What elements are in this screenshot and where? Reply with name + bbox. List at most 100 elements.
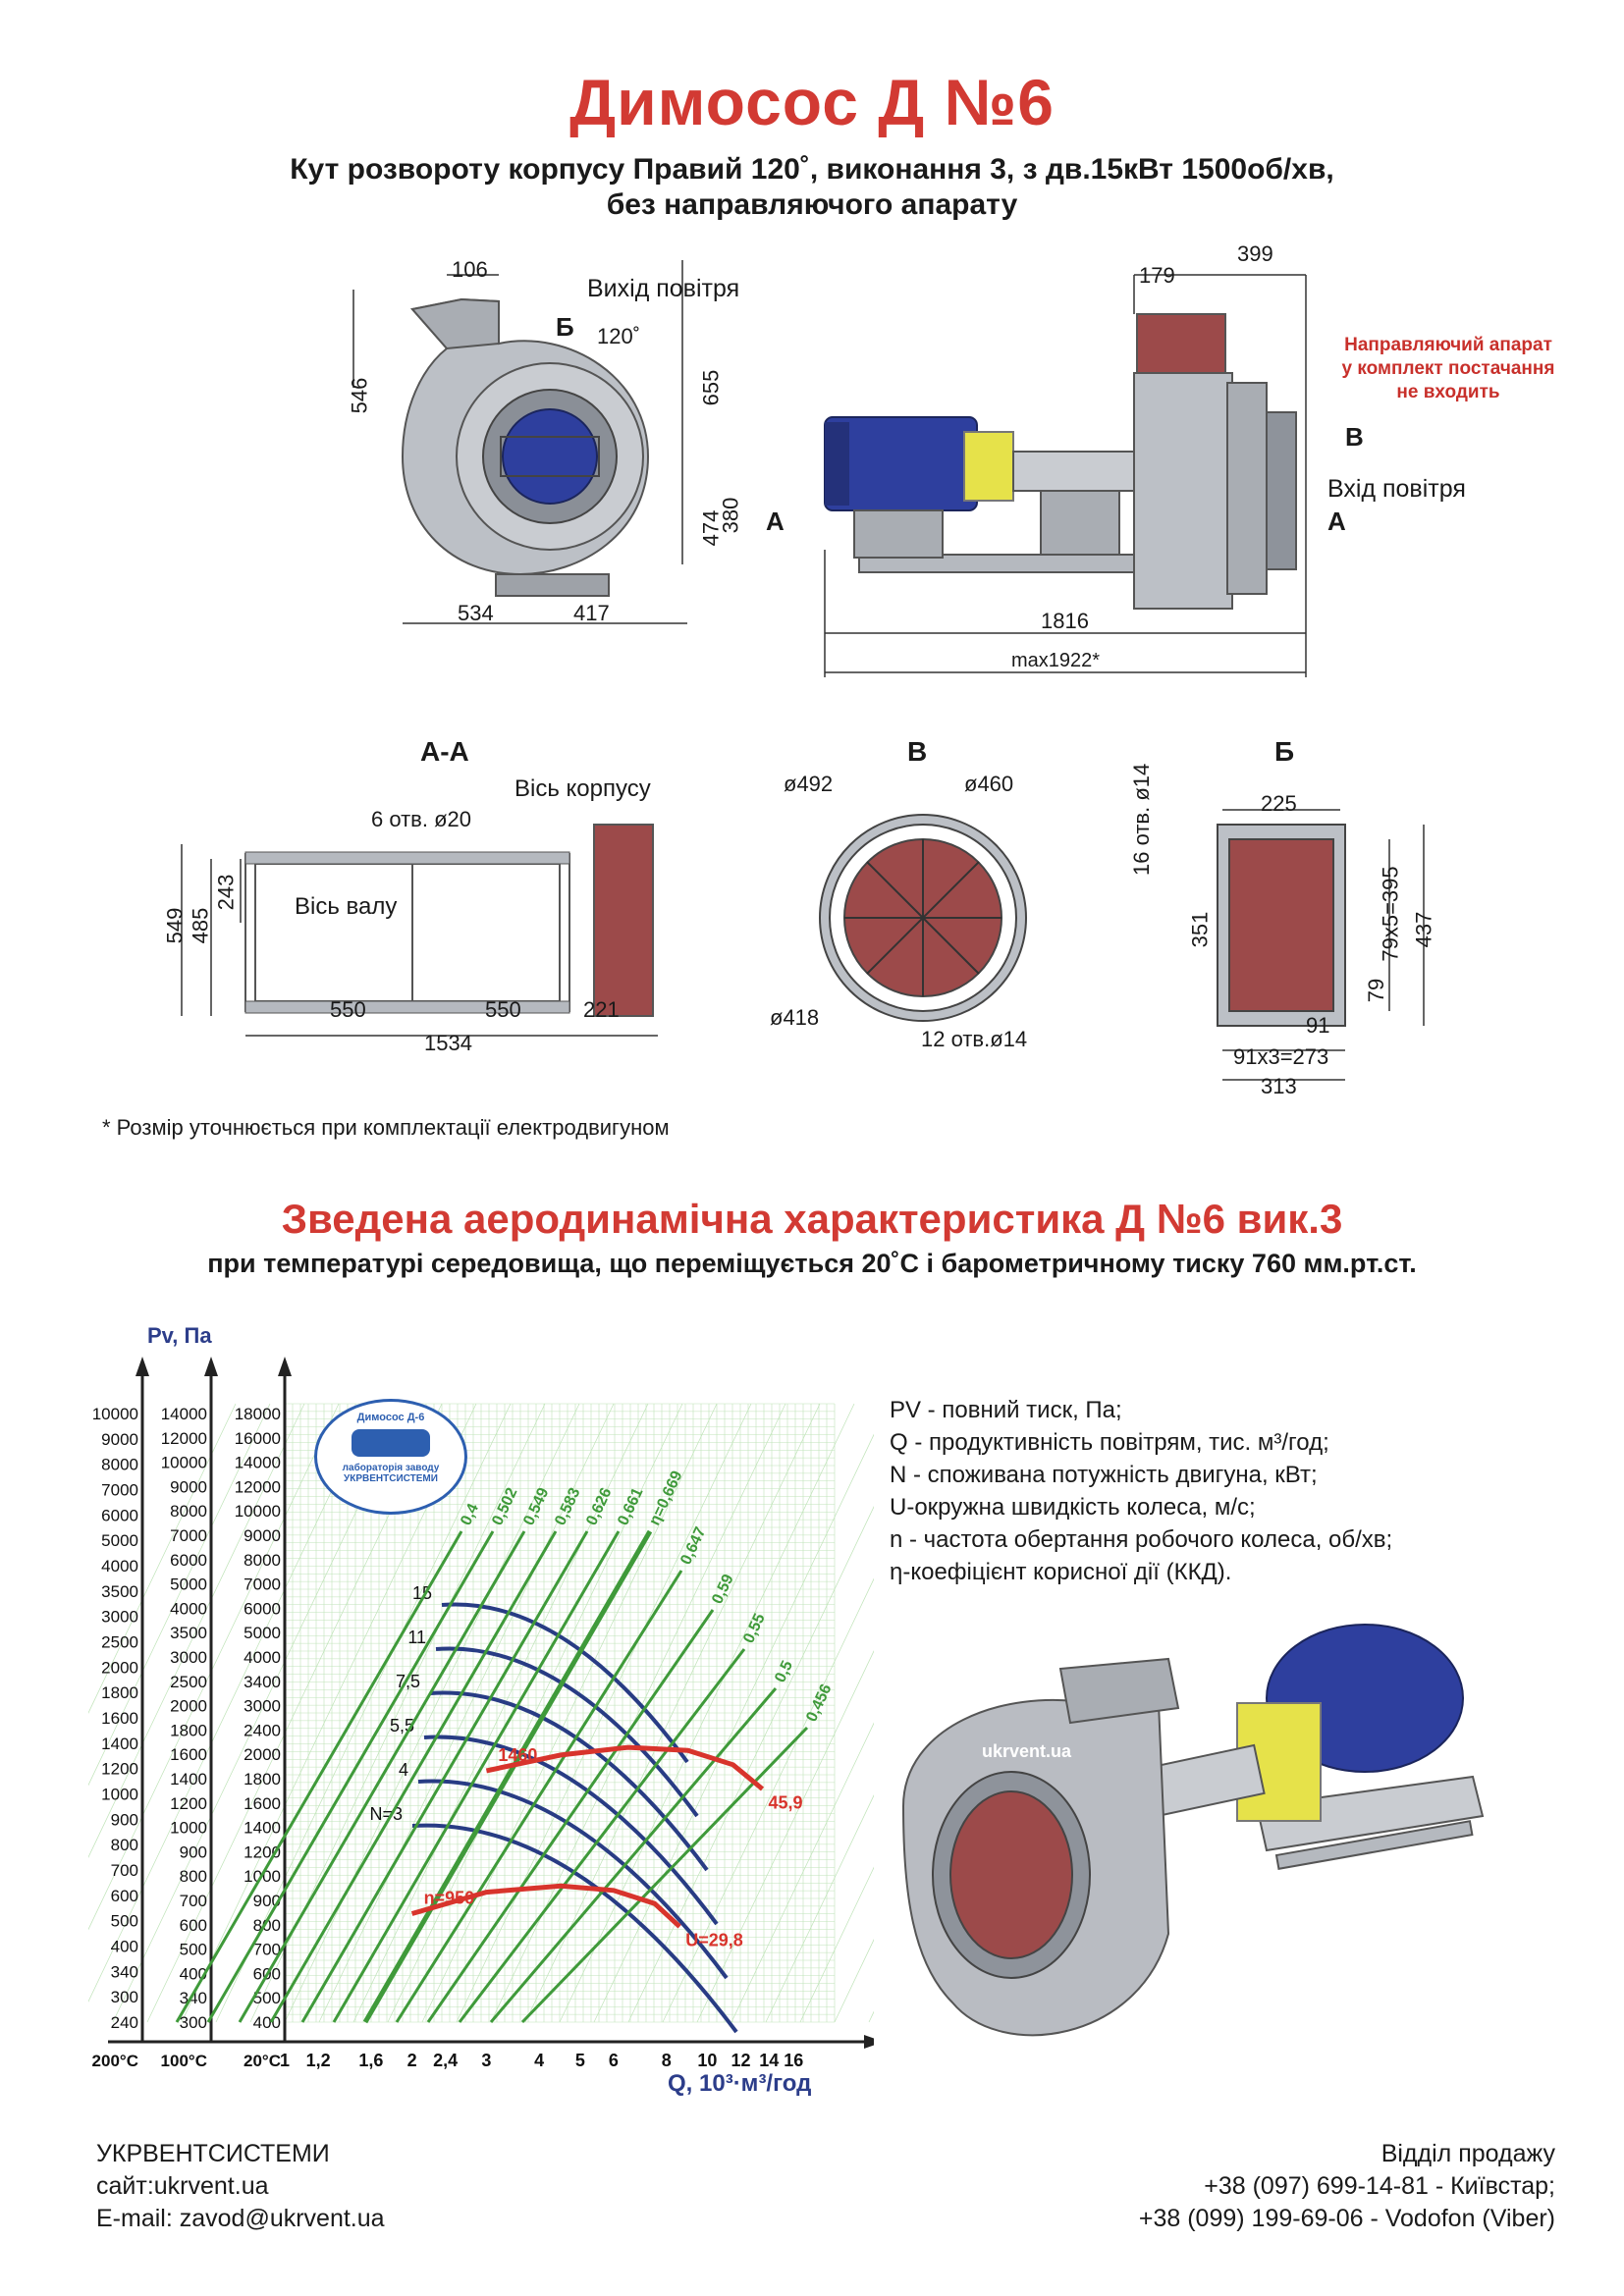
- dim-437: 437: [1411, 911, 1436, 948]
- temperature-label: 100°С: [161, 2052, 207, 2070]
- y-tick-label: 7000: [170, 1526, 207, 1545]
- dim-79: 79: [1364, 978, 1389, 1003]
- speed-curve-end-label: 45,9: [769, 1792, 803, 1812]
- footer-phone-2[interactable]: +38 (099) 199-69-06 - Vodofon (Viber): [1138, 2205, 1555, 2232]
- y-tick-label: 5000: [101, 1531, 138, 1550]
- logo-fan-icon: [352, 1429, 430, 1457]
- efficiency-label: 0,549: [520, 1485, 552, 1528]
- guide-note-line1: Направляючий апарат: [1344, 335, 1552, 355]
- section-b-drawing: [1217, 809, 1425, 1081]
- dim-313: 313: [1261, 1074, 1297, 1098]
- y-axis-arrow: [135, 1357, 149, 1376]
- side-view-drawing: [824, 274, 1307, 677]
- grid-line-diag: [215, 1403, 512, 2023]
- y-tick-label: 400: [253, 2013, 281, 2032]
- y-tick-label: 14000: [235, 1454, 281, 1472]
- grid-line-diag: [524, 1403, 821, 2023]
- speed-curve-label: n=950: [424, 1888, 475, 1907]
- grid-line-diag: [559, 1403, 855, 2023]
- x-tick-label: 1: [280, 2051, 290, 2070]
- logo-bottom-text: УКРВЕНТСИСТЕМИ: [344, 1473, 438, 1484]
- page-title: Димосос Д №6: [569, 66, 1055, 138]
- dim-549: 549: [162, 907, 188, 944]
- grid-line-diag: [731, 1722, 874, 2023]
- section-a-right: А: [1327, 507, 1346, 536]
- axis-shaft-label: Вісь валу: [295, 893, 398, 920]
- lab-logo: Димосос Д-6 лабораторія заводу УКРВЕНТСИ…: [314, 1399, 467, 1515]
- efficiency-label: 0,626: [583, 1485, 615, 1528]
- y-tick-label: 14000: [161, 1405, 207, 1423]
- front-view-drawing: [352, 260, 687, 624]
- y-tick-label: 500: [180, 1941, 207, 1959]
- y-tick-label: 9000: [170, 1477, 207, 1496]
- dim-655: 655: [698, 369, 724, 406]
- y-tick-label: 400: [111, 1938, 138, 1956]
- y-tick-label: 1600: [101, 1709, 138, 1728]
- outlet-label: Вихід повітря: [587, 275, 740, 302]
- footer-site[interactable]: сайт:ukrvent.ua: [96, 2172, 269, 2200]
- y-tick-label: 5000: [244, 1624, 281, 1642]
- y-tick-label: 8000: [170, 1502, 207, 1521]
- aero-chart: Pv, ПаQ, 10³·м³/год100009000800070006000…: [88, 1323, 874, 2097]
- power-curve-label: 11: [407, 1628, 426, 1647]
- y-tick-label: 2000: [170, 1697, 207, 1716]
- power-curve: [423, 1735, 719, 1926]
- efficiency-line: [520, 1726, 809, 2024]
- footer-sales-title: Відділ продажу: [1380, 2140, 1555, 2167]
- guide-note-line2: у комплект постачання: [1341, 358, 1555, 379]
- dim-351: 351: [1187, 911, 1213, 948]
- footer-email[interactable]: E-mail: zavod@ukrvent.ua: [96, 2205, 385, 2232]
- power-curve: [417, 1779, 729, 1980]
- dim-79x5: 79x5=395: [1378, 866, 1403, 962]
- dim-106: 106: [452, 257, 488, 282]
- efficiency-label: 0,4: [458, 1501, 482, 1527]
- y-tick-label: 5000: [170, 1575, 207, 1594]
- v-holes-label: 12 отв.ø14: [921, 1027, 1028, 1051]
- grid-line-diag: [88, 1403, 271, 1787]
- guide-apparatus-note: Направляючий апарат у комплект постачанн…: [1316, 334, 1581, 404]
- grid-line-diag: [593, 1433, 874, 2023]
- y-tick-label: 700: [111, 1861, 138, 1880]
- dim-399: 399: [1237, 241, 1273, 266]
- y-tick-label: 240: [111, 2013, 138, 2032]
- x-tick-label: 1,2: [306, 2051, 331, 2070]
- y-tick-label: 2000: [244, 1745, 281, 1764]
- page-subtitle-line1: Кут розвороту корпусу Правий 120˚, викон…: [290, 153, 1334, 186]
- y-tick-label: 700: [180, 1892, 207, 1910]
- legend-n: N - споживана потужність двигуна, кВт;: [890, 1462, 1318, 1488]
- y-tick-label: 6000: [170, 1551, 207, 1570]
- chart-subtitle: при температурі середовища, що переміщує…: [207, 1249, 1417, 1278]
- y-tick-label: 4000: [170, 1599, 207, 1618]
- efficiency-label: 0,647: [677, 1524, 709, 1568]
- grid-line-diag: [834, 1939, 874, 2023]
- logo-top-text: Димосос Д-6: [356, 1412, 425, 1423]
- grid-line-diag: [421, 1403, 718, 2023]
- y-tick-label: 10000: [235, 1502, 281, 1521]
- y-tick-label: 3000: [101, 1608, 138, 1627]
- angle-label: 120˚: [597, 324, 641, 348]
- y-tick-label: 900: [111, 1810, 138, 1829]
- x-tick-label: 12: [731, 2051, 750, 2070]
- efficiency-line: [426, 1609, 715, 2023]
- footer-phone-1[interactable]: +38 (097) 699-14-81 - Київстар;: [1204, 2172, 1555, 2200]
- y-tick-label: 16000: [235, 1429, 281, 1448]
- speed-curve: [410, 1883, 681, 1929]
- y-tick-label: 2000: [101, 1658, 138, 1677]
- efficiency-line: [395, 1570, 683, 2023]
- y-tick-label: 7000: [101, 1481, 138, 1500]
- x-tick-label: 16: [784, 2051, 803, 2070]
- y-tick-label: 6000: [101, 1506, 138, 1524]
- y-tick-label: 3000: [244, 1697, 281, 1716]
- y-axis-title: Pv, Па: [147, 1323, 212, 1348]
- x-tick-label: 6: [609, 2051, 619, 2070]
- y-tick-label: 1200: [101, 1760, 138, 1779]
- y-tick-label: 1800: [101, 1683, 138, 1702]
- power-curve-label: 4: [399, 1760, 408, 1780]
- speed-curve-end-label: U=29,8: [685, 1931, 743, 1950]
- efficiency-label: 0,5: [772, 1658, 796, 1684]
- y-tick-label: 800: [253, 1916, 281, 1935]
- dim-546: 546: [347, 377, 372, 414]
- fan-3d-illustration: ukrvent.ua: [901, 1624, 1485, 2037]
- y-axis-arrow: [204, 1357, 218, 1376]
- speed-curve-label: 1460: [498, 1745, 537, 1765]
